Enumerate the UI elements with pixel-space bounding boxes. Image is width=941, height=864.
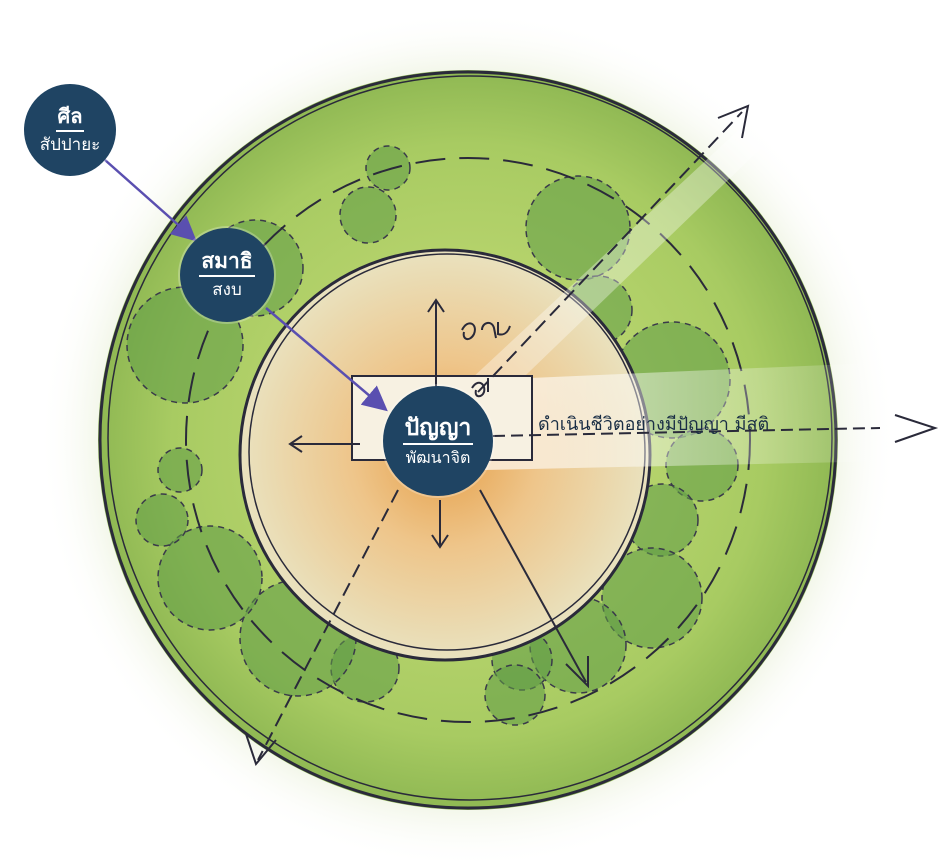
tree — [601, 547, 703, 649]
badge-samadhi: สมาธิ สงบ — [180, 228, 274, 322]
tree — [157, 447, 203, 493]
sketch-arrows — [245, 104, 939, 767]
badge-panya-subtitle: พัฒนาจิต — [405, 448, 471, 468]
tree — [484, 664, 546, 726]
badge-sila-subtitle: สัปปายะ — [39, 134, 101, 155]
badge-sila-title: ศีล — [55, 104, 85, 132]
badge-panya-title: ปัญญา — [402, 415, 474, 446]
badge-sila: ศีล สัปปายะ — [24, 84, 116, 176]
handwriting-scribble — [461, 322, 511, 398]
light-ray — [485, 360, 940, 470]
tree — [525, 175, 631, 281]
connector-sila-to-samadhi — [104, 159, 197, 242]
tree — [365, 145, 411, 191]
badge-samadhi-subtitle: สงบ — [212, 280, 242, 301]
connector-samadhi-to-panya — [265, 307, 388, 412]
tree — [135, 493, 189, 547]
badge-samadhi-title: สมาธิ — [199, 249, 255, 278]
light-ray-diagonal — [470, 110, 780, 400]
life-path-label: ดำเนินชีวิตอย่างมีปัญญา มีสติ — [538, 414, 770, 435]
tree — [339, 186, 397, 244]
badge-panya: ปัญญา พัฒนาจิต — [383, 386, 493, 496]
tree — [157, 525, 263, 631]
